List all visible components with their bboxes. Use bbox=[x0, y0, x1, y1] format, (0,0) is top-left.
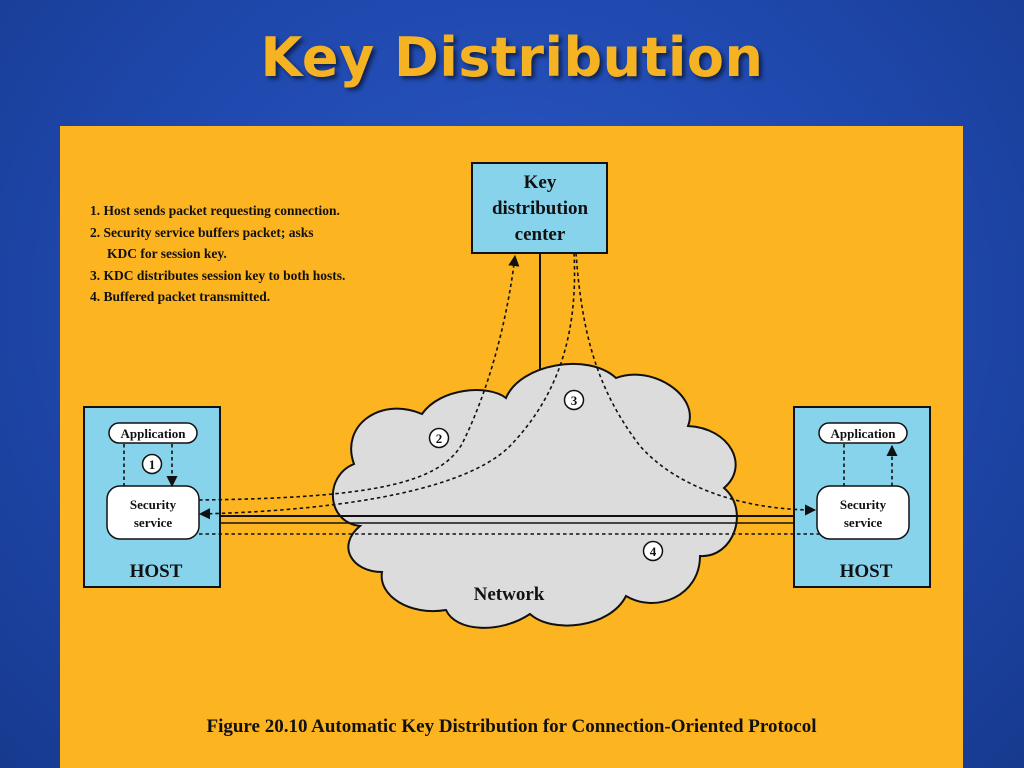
kdc-label-line2: distribution bbox=[492, 198, 589, 219]
kdc-label-line3: center bbox=[515, 224, 566, 245]
left-security-label-line2: service bbox=[134, 515, 172, 530]
step-item: 4. Buffered packet transmitted. bbox=[90, 289, 271, 304]
flow-step3-left bbox=[198, 252, 576, 520]
network-label: Network bbox=[474, 584, 545, 605]
step-marker-4 bbox=[642, 540, 664, 562]
figure-caption: Figure 20.10 Automatic Key Distribution … bbox=[206, 716, 817, 737]
left-application-label: Application bbox=[120, 426, 186, 441]
step-marker-4-label: 4 bbox=[650, 544, 657, 559]
step-item: KDC for session key. bbox=[107, 246, 227, 261]
step-item: 1. Host sends packet requesting connecti… bbox=[90, 203, 340, 218]
right-security-label-line2: service bbox=[844, 515, 882, 530]
right-application-pill bbox=[818, 422, 908, 444]
step-item: 3. KDC distributes session key to both h… bbox=[90, 267, 346, 283]
right-security-label-line1: Security bbox=[840, 497, 887, 512]
step-marker-3-label: 3 bbox=[571, 393, 578, 408]
step-marker-1-label: 1 bbox=[149, 457, 156, 472]
step-item: 2. Security service buffers packet; asks bbox=[90, 224, 314, 240]
left-security-label-line1: Security bbox=[130, 497, 177, 512]
kdc-label-line1: Key bbox=[524, 172, 557, 193]
step-marker-2-label: 2 bbox=[436, 431, 443, 446]
step-marker-2 bbox=[428, 427, 450, 449]
step-marker-3 bbox=[563, 389, 585, 411]
kdc-box bbox=[471, 162, 608, 254]
diagram-canvas: Key distribution center Network Applicat… bbox=[83, 162, 931, 629]
slide-title: Key Distribution bbox=[260, 26, 764, 89]
step-marker-1 bbox=[141, 453, 163, 475]
figure-panel: Key distribution center Network Applicat… bbox=[60, 126, 963, 768]
left-application-pill bbox=[108, 422, 198, 444]
right-host-label: HOST bbox=[840, 561, 893, 582]
right-application-label: Application bbox=[830, 426, 896, 441]
steps-list: 1. Host sends packet requesting connecti… bbox=[90, 200, 345, 308]
left-security-service bbox=[106, 485, 200, 540]
right-security-service bbox=[816, 485, 910, 540]
left-host-label: HOST bbox=[130, 561, 183, 582]
